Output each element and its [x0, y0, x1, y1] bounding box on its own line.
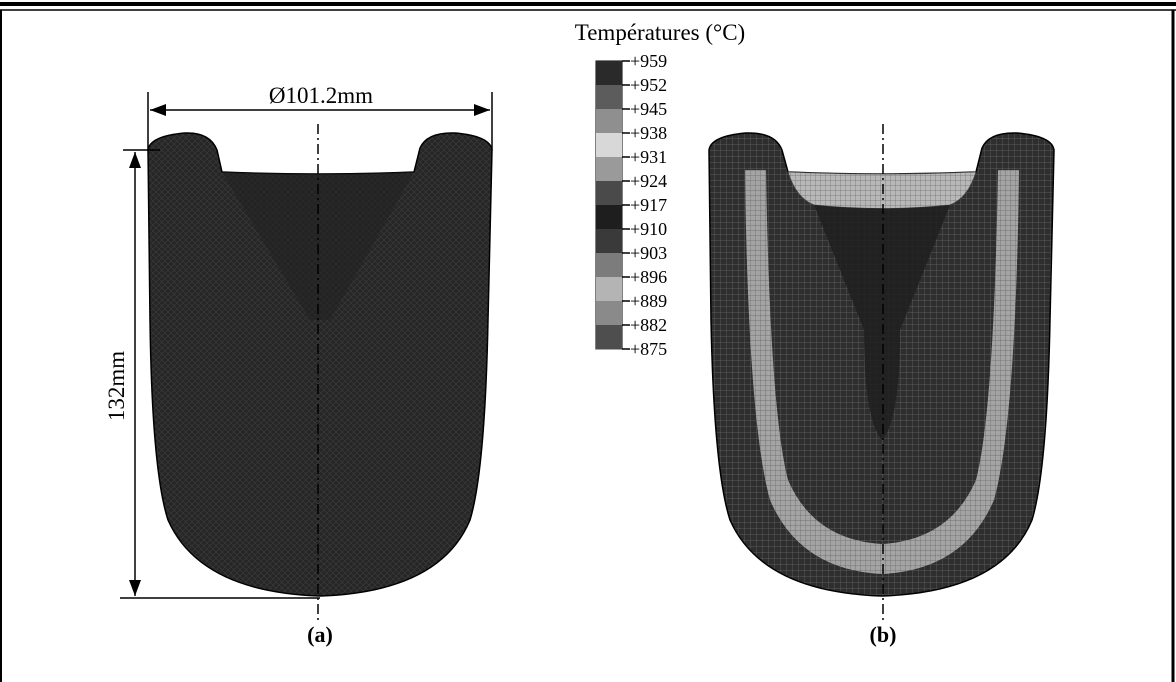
dim-height-label: 132mm	[104, 351, 129, 421]
caption-a: (a)	[307, 622, 333, 647]
legend-band	[596, 181, 622, 206]
shell-b-core	[814, 205, 950, 440]
legend-band	[596, 85, 622, 110]
legend-band	[596, 157, 622, 182]
legend-tick-label: +903	[630, 243, 667, 263]
legend-band	[596, 205, 622, 230]
shell-b-inner-face	[787, 171, 977, 209]
legend-band	[596, 301, 622, 326]
legend-tick-label: +938	[630, 123, 667, 143]
part-b: (b)	[708, 124, 1055, 647]
legend-tick-label: +882	[630, 315, 667, 335]
dim-diameter-label: Ø101.2mm	[269, 83, 373, 108]
legend-tick-label: +896	[630, 267, 667, 287]
legend-tick-label: +959	[630, 51, 667, 71]
legend-band	[596, 253, 622, 278]
legend-band	[596, 133, 622, 158]
caption-b: (b)	[870, 622, 897, 647]
legend-band	[596, 61, 622, 86]
legend-tick-label: +952	[630, 75, 667, 95]
legend: +959 +952 +945 +938 +931 +924 +917 +910 +903 +896…	[595, 51, 667, 359]
legend-tick-label: +945	[630, 99, 667, 119]
legend-tick-label: +875	[630, 339, 667, 359]
dim-height-arrow-bottom	[129, 580, 141, 596]
legend-tick-label: +889	[630, 291, 667, 311]
legend-tick-label: +924	[630, 171, 667, 191]
dim-diameter-arrow-left	[150, 104, 166, 116]
legend-band	[596, 325, 622, 350]
legend-band	[596, 109, 622, 134]
dim-height-arrow-top	[129, 152, 141, 168]
dim-diameter-arrow-right	[474, 104, 490, 116]
legend-ticks: +959 +952 +945 +938 +931 +924 +917 +910 +903 +896…	[622, 51, 667, 359]
legend-title: Températures (°C)	[574, 20, 746, 45]
legend-band	[596, 277, 622, 302]
legend-bands	[596, 61, 622, 350]
legend-tick-label: +910	[630, 219, 667, 239]
legend-tick-label: +931	[630, 147, 667, 167]
legend-band	[596, 229, 622, 254]
part-a: Ø101.2mm 132mm (a)	[104, 83, 493, 647]
legend-tick-label: +917	[630, 195, 667, 215]
